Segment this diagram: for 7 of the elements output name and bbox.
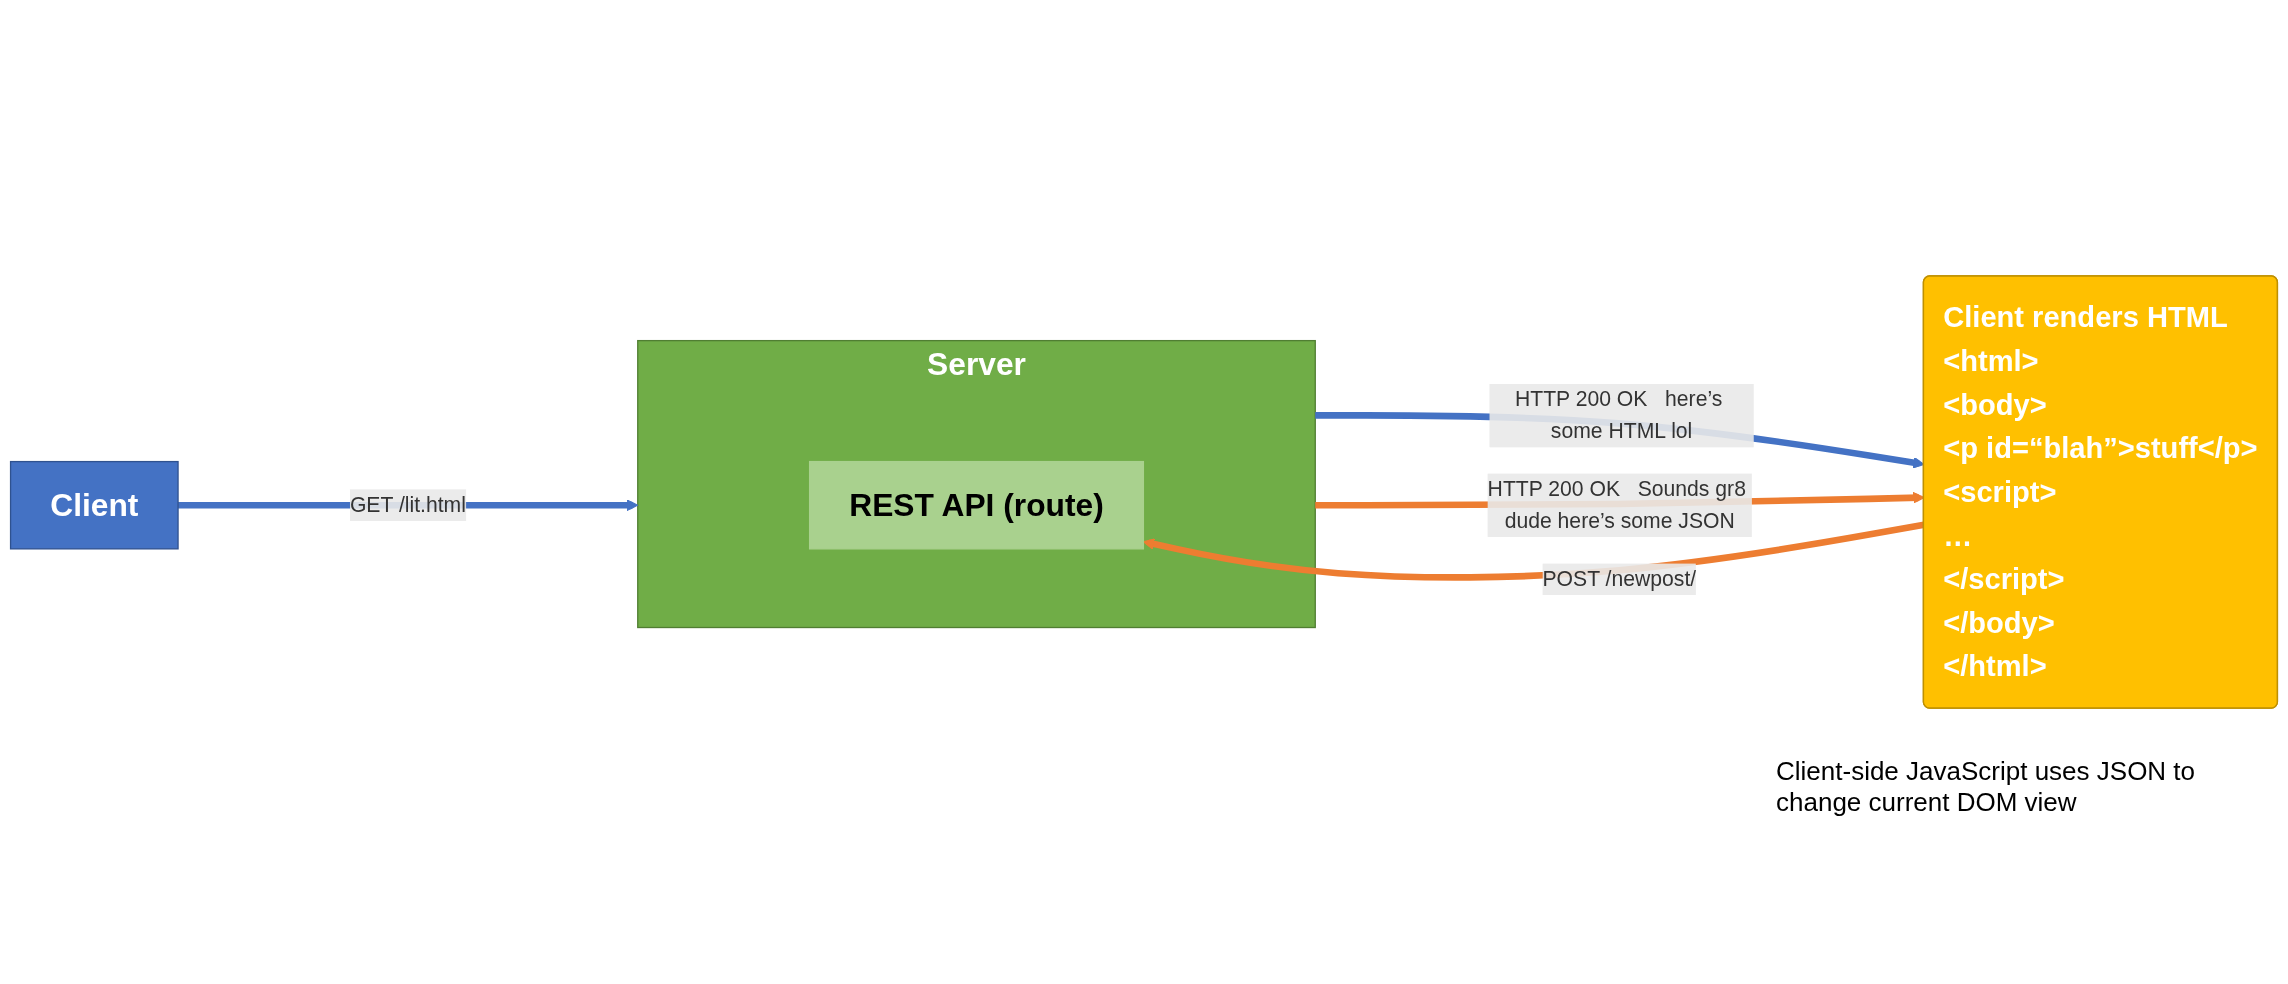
edge-label: POST /newpost/	[1542, 567, 1697, 590]
edge-label: GET /lit.html	[349, 493, 466, 516]
node-caption: Client-side JavaScript uses JSON to change current DOM view	[1776, 756, 2197, 819]
edge-label: HTTP 200 OK here’s some HTML lol	[1514, 387, 1723, 443]
node-box: Client	[9, 460, 179, 550]
edge-label: HTTP 200 OK Sounds gr8 dude here’s some JSON	[1487, 477, 1746, 532]
node-box: REST API (route)	[808, 460, 1145, 550]
